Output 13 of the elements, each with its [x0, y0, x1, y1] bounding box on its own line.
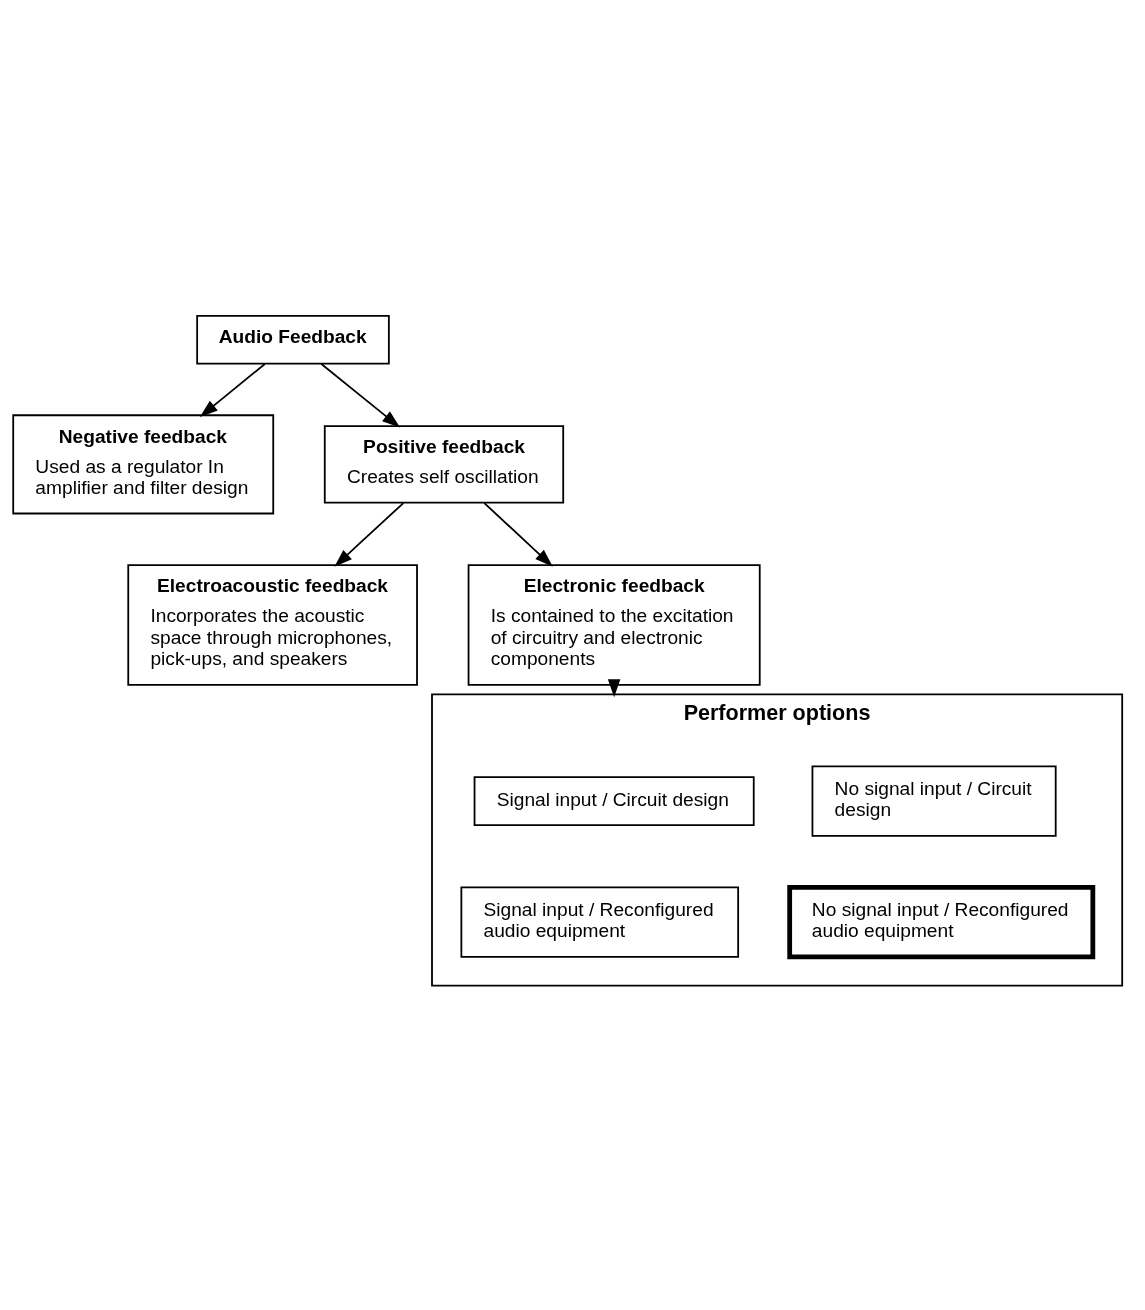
arrow — [199, 362, 266, 417]
arrow — [334, 501, 405, 567]
node-box: Audio Feedback — [196, 314, 390, 365]
node-box: Signal input / Circuit design — [473, 775, 755, 826]
arrow — [483, 501, 553, 567]
node-box: No signal input / Reconfigured audio equipment — [787, 884, 1096, 959]
arrow — [320, 362, 401, 428]
node-box: No signal input / Circuit design — [811, 764, 1057, 837]
node-box: Signal input / Reconfigured audio equipment — [460, 885, 740, 958]
node-box: Negative feedback Used as a regulator In amplifier and filter design — [12, 413, 275, 514]
node-box: Positive feedback Creates self oscillation — [323, 424, 565, 504]
node-box: Electroacoustic feedback Incorporates the acoustic space through microphones, pick-ups, and speakers — [127, 563, 418, 686]
arrow — [607, 678, 621, 697]
